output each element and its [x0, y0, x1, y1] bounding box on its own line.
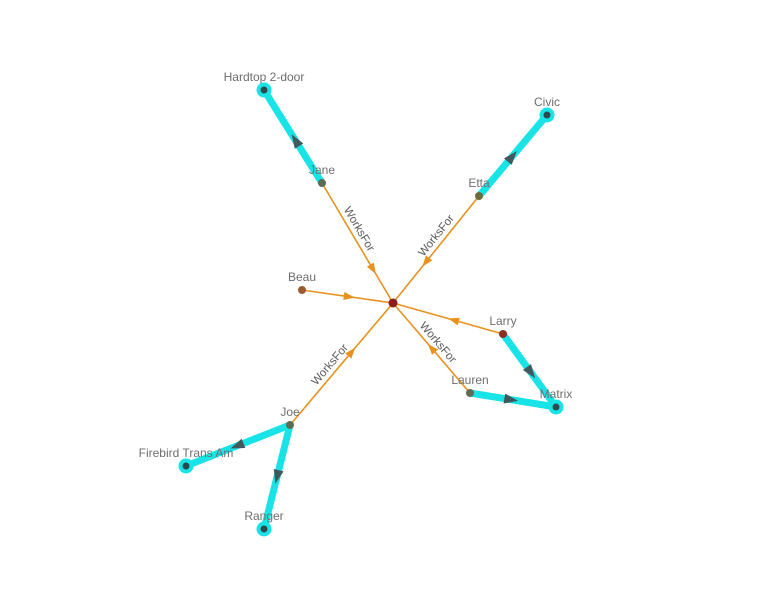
node-layer — [178, 82, 564, 537]
node-joe[interactable] — [286, 421, 294, 429]
arrow-layer — [230, 134, 536, 484]
arrowhead-icon — [503, 150, 517, 165]
edge-label: WorksFor — [417, 320, 458, 366]
node-label-civic: Civic — [534, 95, 560, 109]
node-label-larry: Larry — [489, 314, 516, 328]
node-label-lauren: Lauren — [451, 373, 488, 387]
arrowhead-icon — [448, 317, 460, 326]
node-label-firebird: Firebird Trans Am — [139, 446, 234, 460]
arrowhead-icon — [422, 255, 433, 267]
node-label-beau: Beau — [288, 270, 316, 284]
node-label-matrix: Matrix — [540, 387, 573, 401]
arrowhead-icon — [273, 468, 284, 484]
edge-joe-center[interactable] — [289, 302, 394, 426]
arrowhead-icon — [427, 343, 439, 355]
edge-layer — [182, 86, 560, 533]
node-larry[interactable] — [499, 330, 507, 338]
arrowhead-icon — [345, 347, 356, 359]
node-center[interactable] — [388, 298, 398, 308]
node-label-ranger: Ranger — [244, 509, 283, 523]
edge-jane-center[interactable] — [321, 182, 394, 304]
edge-larry-center[interactable] — [392, 302, 504, 335]
edge-label: WorksFor — [310, 342, 351, 388]
node-firebird[interactable] — [182, 462, 190, 470]
node-lauren[interactable] — [466, 389, 474, 397]
node-hardtop[interactable] — [260, 86, 268, 94]
node-label-etta: Etta — [468, 176, 490, 190]
arrowhead-icon — [366, 262, 376, 275]
edge-etta-center[interactable] — [392, 195, 480, 304]
node-civic[interactable] — [543, 111, 551, 119]
node-label-jane: Jane — [309, 163, 335, 177]
node-matrix[interactable] — [552, 403, 560, 411]
arrowhead-icon — [230, 438, 246, 449]
node-etta[interactable] — [475, 192, 483, 200]
node-label-hardtop: Hardtop 2-door — [224, 70, 305, 84]
arrowhead-icon — [503, 393, 519, 404]
node-ranger[interactable] — [260, 525, 268, 533]
node-jane[interactable] — [318, 179, 326, 187]
edge-label: WorksFor — [416, 213, 457, 259]
arrowhead-icon — [522, 364, 536, 379]
arrowhead-icon — [343, 292, 355, 300]
node-label-joe: Joe — [280, 405, 300, 419]
node-beau[interactable] — [298, 286, 306, 294]
arrowhead-icon — [291, 134, 304, 149]
